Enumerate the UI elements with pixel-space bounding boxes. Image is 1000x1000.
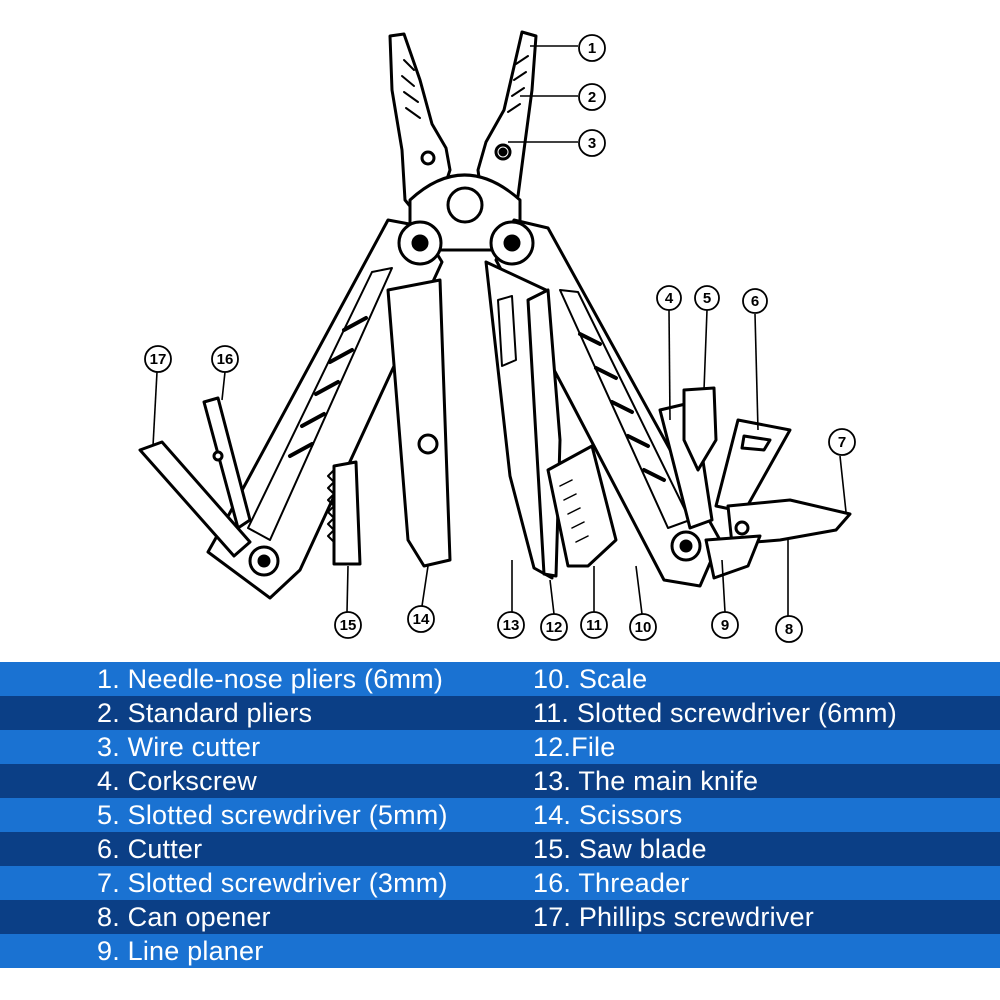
legend-row [0,662,1000,696]
cutter-tool [714,418,792,514]
svg-text:16: 16 [217,351,234,368]
legend-row [0,798,1000,832]
svg-text:13: 13 [503,617,520,634]
callout-6: 6 [742,288,768,314]
svg-text:17: 17 [150,351,167,368]
legend-item-6: 6. Cutter [97,834,203,864]
callout-4: 4 [656,285,682,311]
parts-legend: 1. Needle-nose pliers (6mm) 2. Standard … [0,662,1000,972]
svg-text:2: 2 [588,89,596,106]
callout-9: 9 [711,611,739,639]
callout-3: 3 [578,129,606,157]
legend-item-9: 9. Line planer [97,936,264,966]
svg-text:5: 5 [703,290,711,307]
legend-row [0,900,1000,934]
line-planer-tool [704,534,762,580]
svg-text:14: 14 [413,611,430,628]
scale-tool [546,444,618,568]
phillips-screwdriver-tool [138,440,252,558]
callout-8: 8 [775,615,803,643]
legend-item-2: 2. Standard pliers [97,698,313,728]
legend-item-1: 1. Needle-nose pliers (6mm) [97,664,444,694]
svg-text:3: 3 [588,135,596,152]
callout-12: 12 [540,613,568,641]
legend-item-4: 4. Corkscrew [97,766,257,796]
svg-text:9: 9 [721,617,729,634]
legend-row [0,730,1000,764]
legend-row [0,934,1000,968]
saw-blade-tool [327,460,362,566]
callout-2: 2 [578,83,606,111]
svg-text:6: 6 [751,293,759,310]
legend-item-12: 12.File [533,732,616,762]
legend-row [0,696,1000,730]
legend-item-11: 11. Slotted screwdriver (6mm) [533,698,897,728]
legend-item-3: 3. Wire cutter [97,732,261,762]
callout-13: 13 [497,611,525,639]
svg-text:4: 4 [665,290,674,307]
legend-item-7: 7. Slotted screwdriver (3mm) [97,868,448,898]
multitool-diagram: 1 2 3 4 5 6 7 8 9 10 11 12 13 14 15 16 1… [138,30,856,643]
left-handle [206,218,444,600]
legend-row [0,764,1000,798]
svg-text:12: 12 [546,619,563,636]
legend-row [0,866,1000,900]
callout-7: 7 [828,428,856,456]
callout-15: 15 [334,611,362,639]
scissors-tool [386,278,452,568]
svg-text:7: 7 [838,434,846,451]
threader-tool [202,396,252,530]
legend-item-14: 14. Scissors [533,800,683,830]
legend-item-8: 8. Can opener [97,902,271,932]
slotted-screwdriver-5mm-tool [682,386,718,472]
svg-text:10: 10 [635,619,652,636]
legend-item-5: 5. Slotted screwdriver (5mm) [97,800,448,830]
callout-14: 14 [407,605,435,633]
legend-item-13: 13. The main knife [533,766,759,796]
callouts: 1 2 3 4 5 6 7 8 9 10 11 12 13 14 15 16 1… [144,34,856,643]
legend-item-10: 10. Scale [533,664,648,694]
callout-1: 1 [578,34,606,62]
legend-item-16: 16. Threader [533,868,690,898]
legend-item-15: 15. Saw blade [533,834,707,864]
callout-17: 17 [144,345,172,373]
callout-10: 10 [629,613,657,641]
callout-16: 16 [211,345,239,373]
svg-text:1: 1 [588,40,596,57]
callout-11: 11 [580,611,608,639]
svg-text:11: 11 [586,617,602,634]
svg-text:15: 15 [340,617,357,634]
svg-text:8: 8 [785,621,793,638]
legend-item-17: 17. Phillips screwdriver [533,902,814,932]
legend-row [0,832,1000,866]
callout-5: 5 [694,285,720,311]
